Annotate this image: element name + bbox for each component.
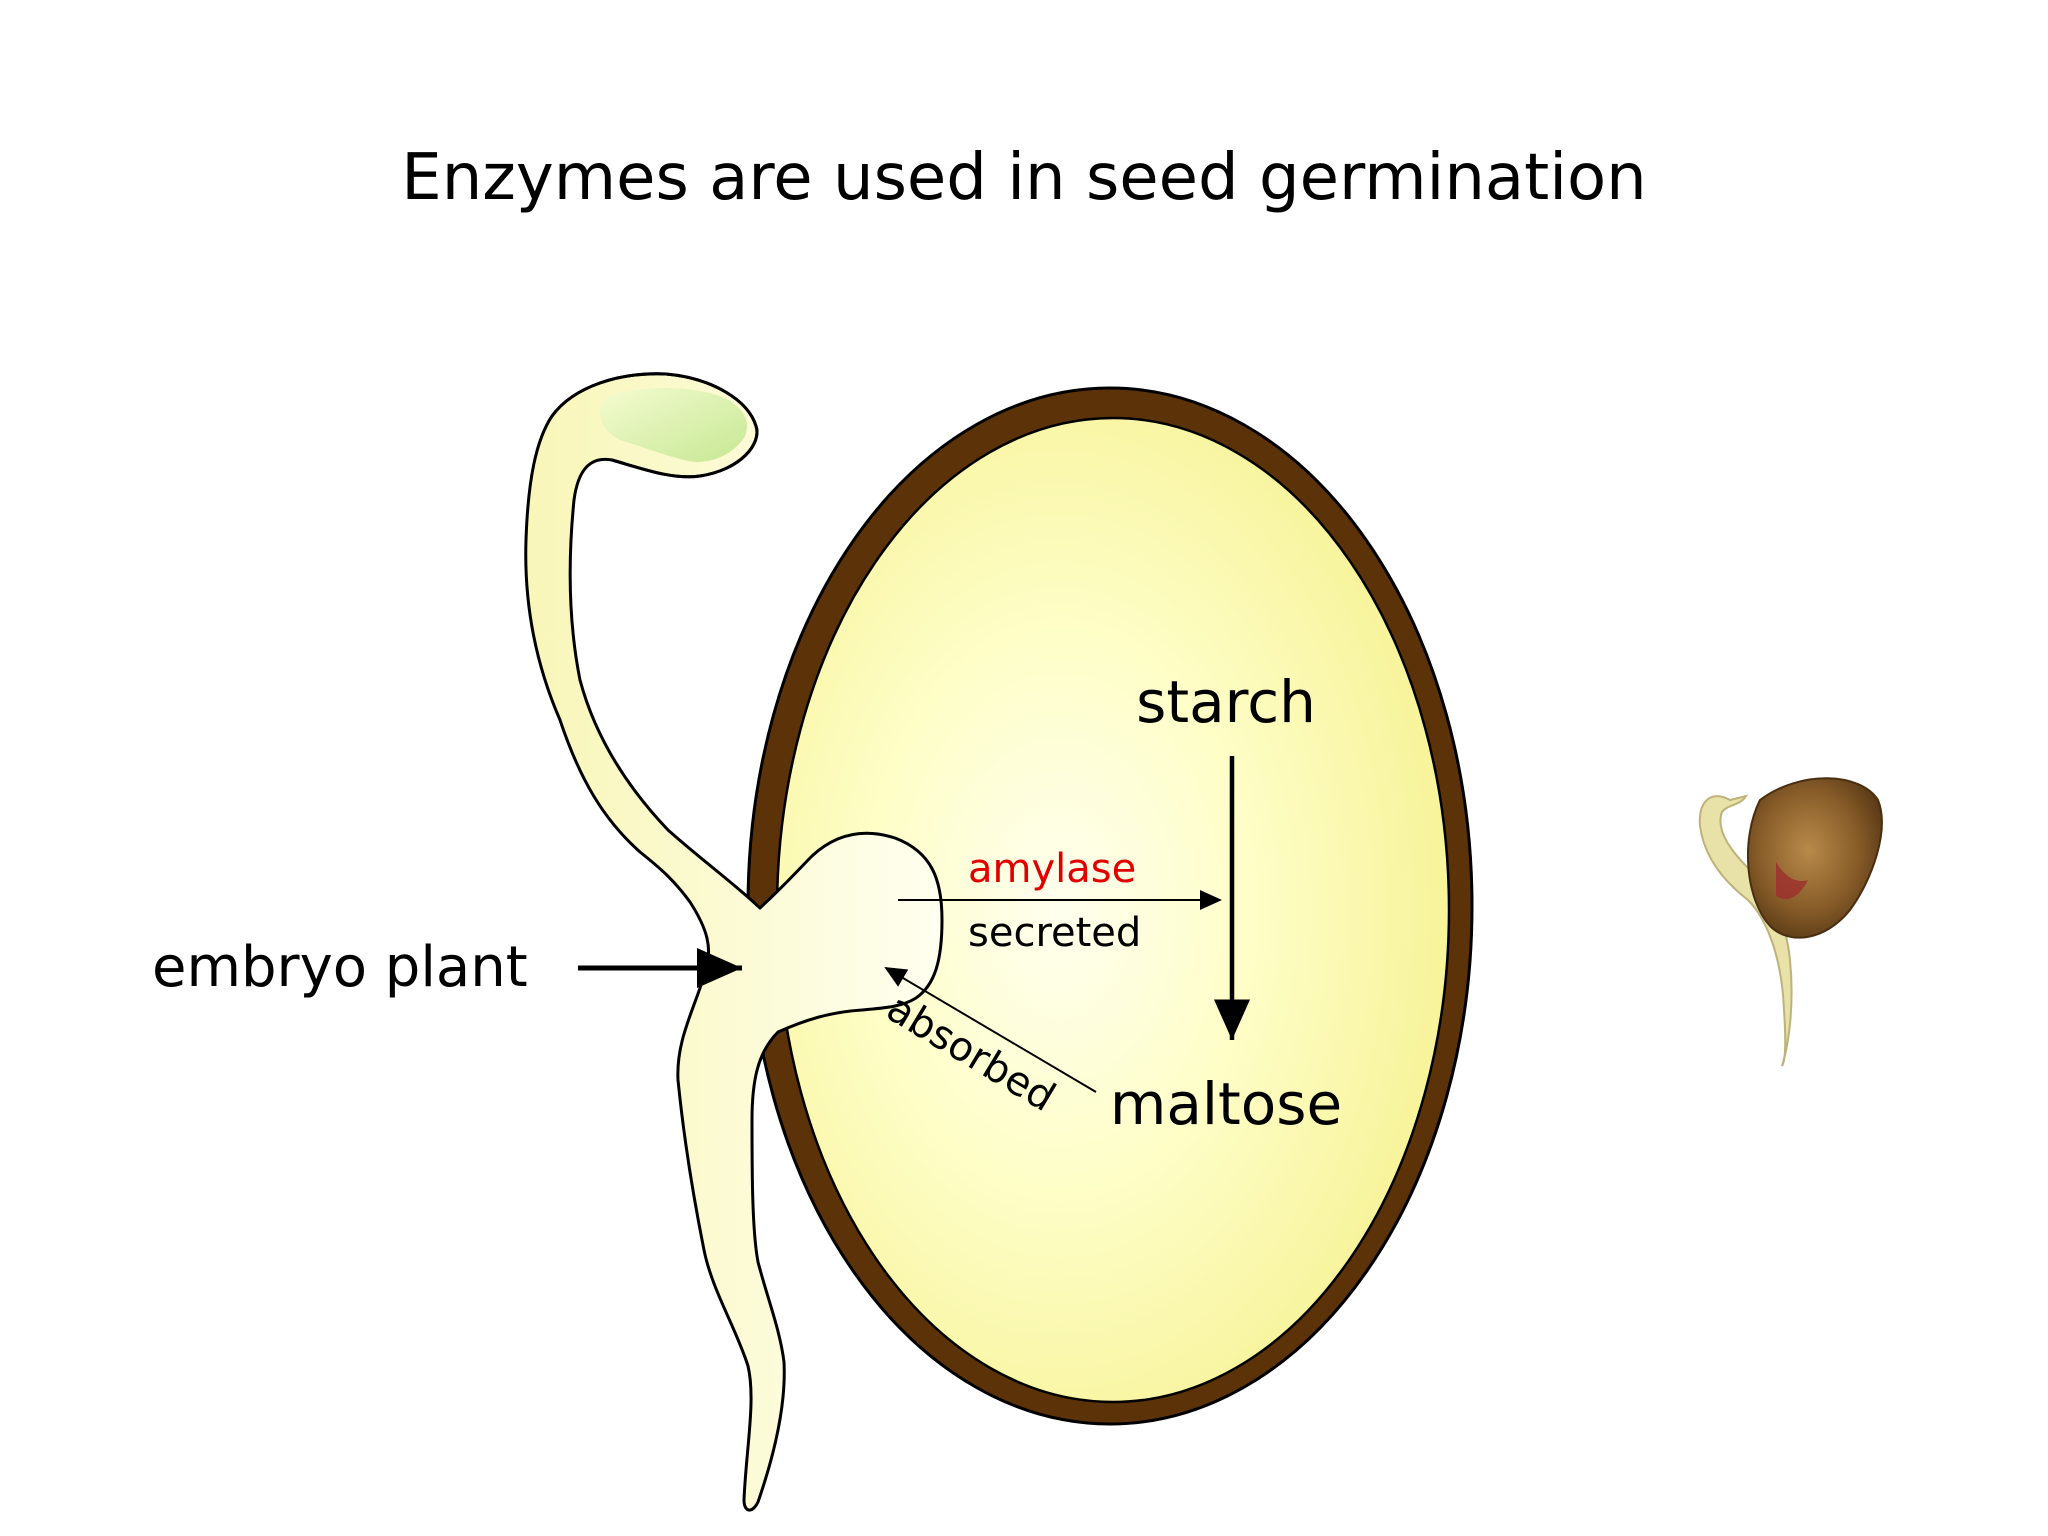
- label-secreted: secreted: [968, 910, 1141, 956]
- label-starch: starch: [1136, 668, 1316, 736]
- shoot-outline: [550, 372, 759, 479]
- germinating-seed-photo-icon: [1698, 777, 1883, 1067]
- label-maltose: maltose: [1110, 1070, 1342, 1138]
- absorbed-arrow: [884, 966, 1097, 1093]
- label-embryo-plant: embryo plant: [152, 935, 528, 1000]
- photo-seed-body: [1746, 777, 1883, 939]
- shoot-tip: [599, 388, 747, 462]
- seed: [746, 386, 1474, 1426]
- photo-root: [1698, 794, 1793, 1067]
- label-amylase: amylase: [968, 846, 1136, 892]
- page-title: Enzymes are used in seed germination: [401, 141, 1647, 215]
- photo-seed-split: [1776, 862, 1808, 900]
